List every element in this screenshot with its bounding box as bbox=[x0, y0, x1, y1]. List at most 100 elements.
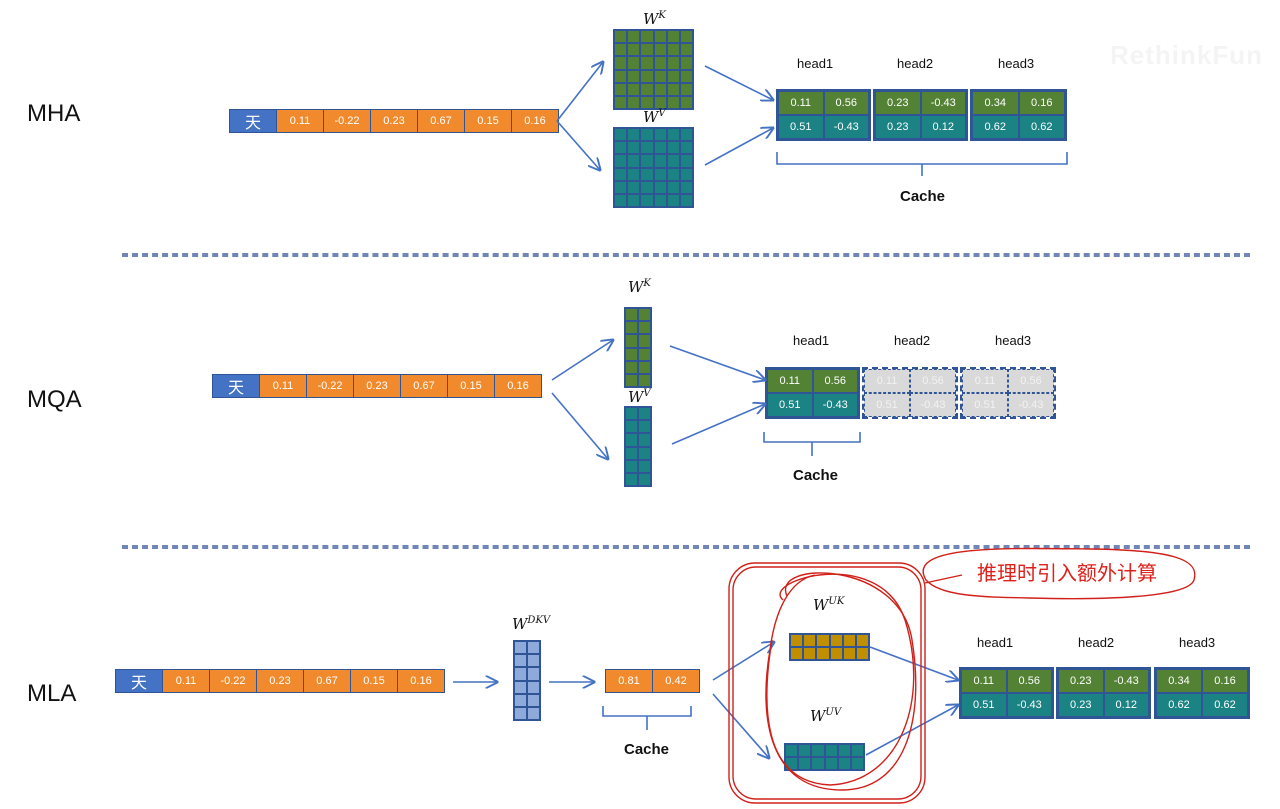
matrix-cell bbox=[628, 70, 640, 82]
matrix-cell bbox=[843, 648, 855, 659]
matrix-cell bbox=[515, 681, 526, 693]
matrix-cell bbox=[851, 758, 863, 769]
embedding-cell: 0.15 bbox=[448, 375, 495, 397]
key-cell: 0.11 bbox=[767, 369, 813, 393]
annotation-pointer bbox=[924, 574, 963, 584]
mla-head3-output: 0.34 0.16 0.62 0.62 bbox=[1154, 667, 1250, 719]
section-label-mha: MHA bbox=[27, 100, 81, 127]
matrix-cell bbox=[615, 142, 627, 154]
mla-wuv-matrix bbox=[784, 743, 865, 771]
shared-value-cell: -0.43 bbox=[1008, 393, 1054, 417]
matrix-cell bbox=[628, 168, 640, 180]
mqa-head3-shared-cache: 0.11 0.56 0.51 -0.43 bbox=[960, 367, 1056, 419]
matrix-cell bbox=[628, 181, 640, 193]
arrow bbox=[865, 705, 958, 756]
mha-wv-label: WV bbox=[643, 108, 666, 126]
embedding-cell: -0.22 bbox=[324, 110, 371, 132]
matrix-cell bbox=[812, 758, 824, 769]
matrix-cell bbox=[680, 129, 692, 141]
matrix-cell bbox=[628, 44, 640, 56]
mqa-token-embedding: 天 0.11 -0.22 0.23 0.67 0.15 0.16 bbox=[212, 374, 542, 398]
embedding-cell: 0.67 bbox=[418, 110, 465, 132]
matrix-cell bbox=[856, 635, 868, 646]
key-cell: 0.23 bbox=[875, 91, 921, 115]
matrix-cell bbox=[654, 181, 666, 193]
value-cell: -0.43 bbox=[823, 115, 869, 139]
shared-value-cell: -0.43 bbox=[910, 393, 956, 417]
matrix-cell bbox=[786, 758, 798, 769]
matrix-cell bbox=[628, 142, 640, 154]
matrix-cell bbox=[680, 194, 692, 206]
mqa-head1-cache: 0.11 0.56 0.51 -0.43 bbox=[765, 367, 860, 419]
matrix-cell bbox=[667, 70, 679, 82]
matrix-cell bbox=[639, 322, 650, 334]
embedding-cell: 0.11 bbox=[277, 110, 324, 132]
head-label: head3 bbox=[995, 333, 1032, 348]
latent-cell: 0.81 bbox=[606, 670, 653, 692]
value-cell: 0.62 bbox=[1018, 115, 1065, 139]
matrix-cell bbox=[639, 460, 650, 472]
matrix-cell bbox=[628, 57, 640, 69]
matrix-cell bbox=[515, 642, 526, 654]
embedding-cell: 0.23 bbox=[371, 110, 418, 132]
matrix-cell bbox=[639, 434, 650, 446]
mla-head2-output: 0.23 -0.43 0.23 0.12 bbox=[1056, 667, 1151, 719]
embedding-cell: 0.15 bbox=[351, 670, 398, 692]
head-label: head2 bbox=[894, 333, 931, 348]
shared-key-cell: 0.56 bbox=[1008, 369, 1054, 393]
embedding-cell: -0.22 bbox=[307, 375, 354, 397]
matrix-cell bbox=[528, 655, 539, 667]
mha-cache-label: Cache bbox=[900, 188, 946, 205]
matrix-cell bbox=[615, 57, 627, 69]
value-cell: 0.62 bbox=[1202, 693, 1248, 717]
matrix-cell bbox=[615, 181, 627, 193]
key-cell: -0.43 bbox=[920, 91, 966, 115]
value-cell: 0.12 bbox=[1103, 693, 1149, 717]
matrix-cell bbox=[641, 142, 653, 154]
mla-latent-cache: 0.81 0.42 bbox=[605, 669, 700, 693]
embedding-cell: 0.23 bbox=[257, 670, 304, 692]
matrix-cell bbox=[667, 168, 679, 180]
mha-head3-cache: 0.34 0.16 0.62 0.62 bbox=[970, 89, 1067, 141]
matrix-cell bbox=[654, 83, 666, 95]
matrix-cell bbox=[786, 745, 798, 756]
key-cell: 0.56 bbox=[812, 369, 858, 393]
embedding-cell: 0.11 bbox=[260, 375, 307, 397]
matrix-cell bbox=[680, 83, 692, 95]
matrix-cell bbox=[851, 745, 863, 756]
arrow bbox=[712, 693, 769, 758]
matrix-cell bbox=[626, 447, 637, 459]
matrix-cell bbox=[641, 194, 653, 206]
key-cell: 0.34 bbox=[972, 91, 1019, 115]
matrix-cell bbox=[667, 194, 679, 206]
value-cell: 0.51 bbox=[767, 393, 813, 417]
arrow bbox=[704, 128, 773, 166]
matrix-cell bbox=[641, 181, 653, 193]
matrix-cell bbox=[825, 745, 837, 756]
mqa-wv-matrix bbox=[624, 406, 652, 487]
key-cell: 0.11 bbox=[961, 669, 1007, 693]
matrix-cell bbox=[654, 168, 666, 180]
value-cell: -0.43 bbox=[1006, 693, 1052, 717]
mla-wdkv-label: WDKV bbox=[512, 615, 551, 633]
matrix-cell bbox=[639, 421, 650, 433]
matrix-cell bbox=[654, 142, 666, 154]
matrix-cell bbox=[680, 181, 692, 193]
matrix-cell bbox=[528, 707, 539, 719]
matrix-cell bbox=[626, 421, 637, 433]
mha-wv-matrix bbox=[613, 127, 694, 208]
key-cell: 0.16 bbox=[1202, 669, 1248, 693]
matrix-cell bbox=[654, 194, 666, 206]
shared-key-cell: 0.11 bbox=[962, 369, 1008, 393]
matrix-cell bbox=[817, 648, 829, 659]
mla-wuv-label: WUV bbox=[810, 707, 842, 725]
matrix-cell bbox=[856, 648, 868, 659]
mqa-wv-label: WV bbox=[628, 388, 651, 406]
matrix-cell bbox=[639, 408, 650, 420]
matrix-cell bbox=[515, 707, 526, 719]
arrow bbox=[669, 345, 765, 380]
matrix-cell bbox=[641, 44, 653, 56]
matrix-cell bbox=[515, 655, 526, 667]
shared-value-cell: 0.51 bbox=[962, 393, 1008, 417]
shared-key-cell: 0.11 bbox=[864, 369, 910, 393]
